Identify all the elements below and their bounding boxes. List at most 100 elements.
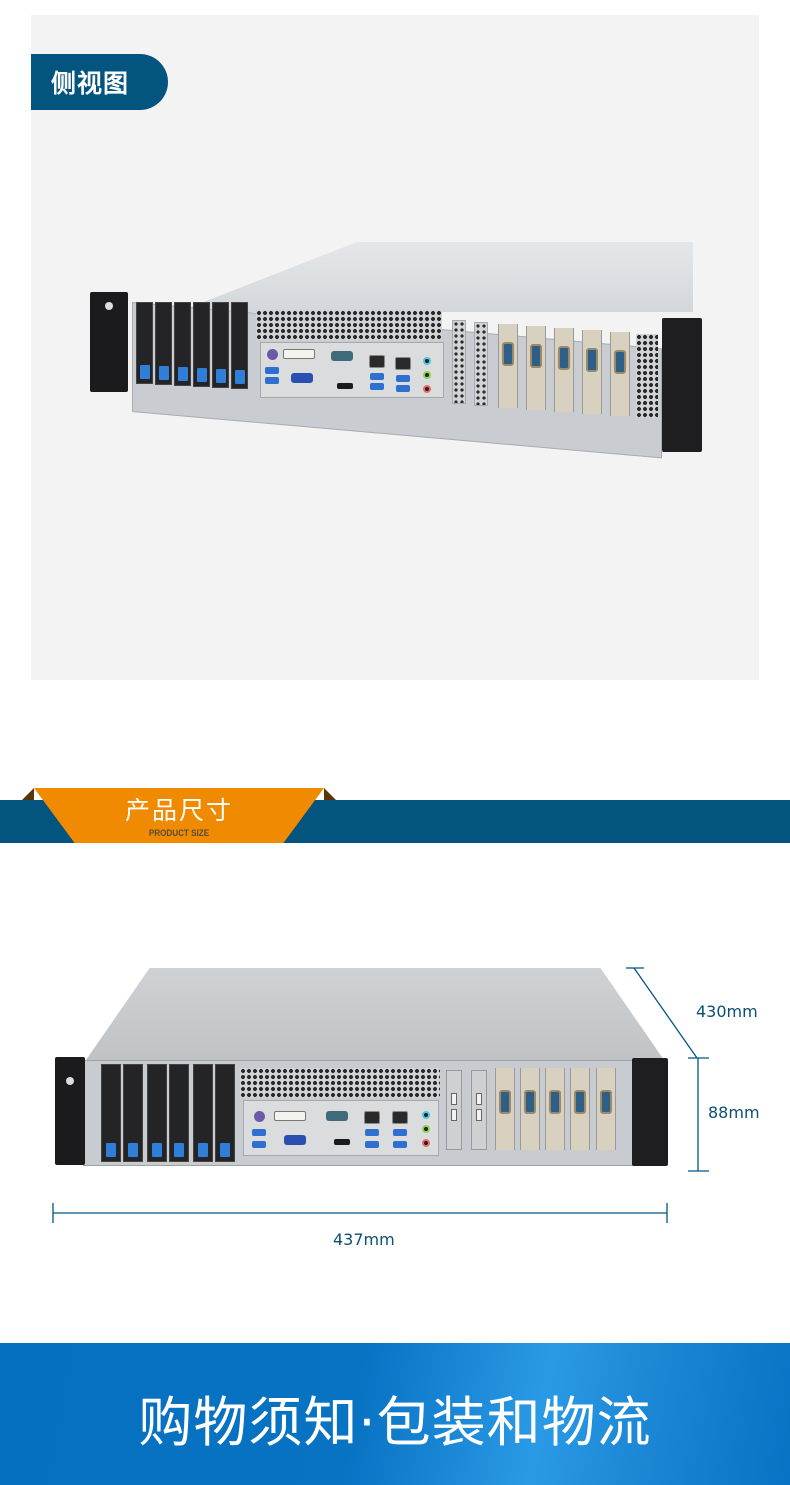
side-view-tag: 侧视图 [31,54,168,110]
db9-connector-icon [558,346,570,370]
drive-bay [155,302,172,385]
db9-connector-icon [524,1090,536,1114]
product-size-subtitle: PRODUCT SIZE [148,828,210,838]
drive-bay [169,1064,189,1162]
db9-connector-icon [530,344,542,368]
usb-port-icon [365,1129,379,1136]
com-expansion-slot [520,1068,540,1150]
drive-latch-icon [235,370,245,384]
db9-connector-icon [600,1090,612,1114]
com-expansion-slot [554,328,574,412]
usb-port-icon [252,1141,266,1148]
rack-ear-left [55,1057,85,1165]
db9-connector-icon [586,348,598,372]
drive-bay [231,302,248,389]
usb-port-icon [476,1109,482,1121]
usb-port-icon [451,1093,457,1105]
vga-port-icon [284,1135,306,1145]
ps2-port-icon [254,1111,265,1122]
usb-port-icon [451,1109,457,1121]
tab-fold-left [22,788,34,800]
vented-slot-cover [452,320,466,404]
depth-dimension-label: 430mm [696,1002,758,1021]
usb-port-icon [252,1129,266,1136]
audio-line-in-icon [422,1111,430,1119]
usb-port-icon [370,373,384,380]
drive-bay [215,1064,235,1162]
vga-port-icon [291,373,313,383]
usb-port-icon [265,377,279,384]
vented-slot-cover [474,322,488,406]
drive-latch-icon [220,1143,230,1157]
com-port-icon [326,1111,348,1121]
drive-bay [123,1064,143,1162]
drive-latch-icon [140,365,150,379]
com-expansion-slot [570,1068,590,1150]
rack-ear-left [90,292,128,392]
com-expansion-slot [582,330,602,414]
io-panel [260,342,444,398]
width-dimension-label: 437mm [333,1230,395,1249]
dvi-port-icon [283,349,315,359]
usb-port-icon [393,1141,407,1148]
dvi-port-icon [274,1111,306,1121]
drive-bay [193,1064,213,1162]
drive-bay [174,302,191,386]
drive-bay [136,302,153,384]
chassis-top-cover [86,968,664,1060]
db9-connector-icon [549,1090,561,1114]
shipping-info-title: 购物须知·包装和物流 [138,1391,652,1454]
usb-port-icon [393,1129,407,1136]
usb-expansion-slot [471,1070,487,1150]
audio-line-in-icon [423,357,431,365]
drive-latch-icon [128,1143,138,1157]
drive-latch-icon [216,369,226,383]
product-size-tab [34,788,324,843]
height-dimension-label: 88mm [708,1103,760,1122]
ethernet-port-icon [369,355,385,368]
rack-ear-right [662,318,702,452]
drive-latch-icon [178,367,188,381]
drive-bay [101,1064,121,1162]
audio-line-out-icon [422,1125,430,1133]
usb-port-icon [265,367,279,374]
drive-latch-icon [198,1143,208,1157]
com-expansion-slot [610,332,630,416]
drive-bay-group [101,1064,235,1162]
drive-latch-icon [106,1143,116,1157]
drive-bay [212,302,229,388]
drive-latch-icon [174,1143,184,1157]
com-expansion-slot [498,324,518,408]
drive-latch-icon [197,368,207,382]
com-expansion-slot [495,1068,515,1150]
ps2-port-icon [267,349,278,360]
audio-mic-icon [423,385,431,393]
drive-bay [193,302,210,387]
drive-latch-icon [152,1143,162,1157]
server-side-view-image [88,240,704,459]
usb-port-icon [396,375,410,382]
vent-grille [256,310,442,340]
side-vent-grille [636,334,658,418]
shipping-info-banner [0,1343,790,1485]
usb-port-icon [365,1141,379,1148]
ethernet-port-icon [392,1111,408,1124]
usb-port-icon [396,385,410,392]
db9-connector-icon [574,1090,586,1114]
hdmi-port-icon [337,383,353,389]
tab-fold-right [324,788,336,800]
com-expansion-slot [526,326,546,410]
power-button-icon [66,1077,74,1085]
db9-connector-icon [499,1090,511,1114]
drive-latch-icon [159,366,169,380]
rack-ear-right [632,1058,668,1166]
audio-mic-icon [422,1139,430,1147]
usb-port-icon [370,383,384,390]
io-panel [243,1100,439,1156]
db9-connector-icon [502,342,514,366]
com-port-icon [331,351,353,361]
hdmi-port-icon [334,1139,350,1145]
ethernet-port-icon [364,1111,380,1124]
power-button-icon [105,302,113,310]
